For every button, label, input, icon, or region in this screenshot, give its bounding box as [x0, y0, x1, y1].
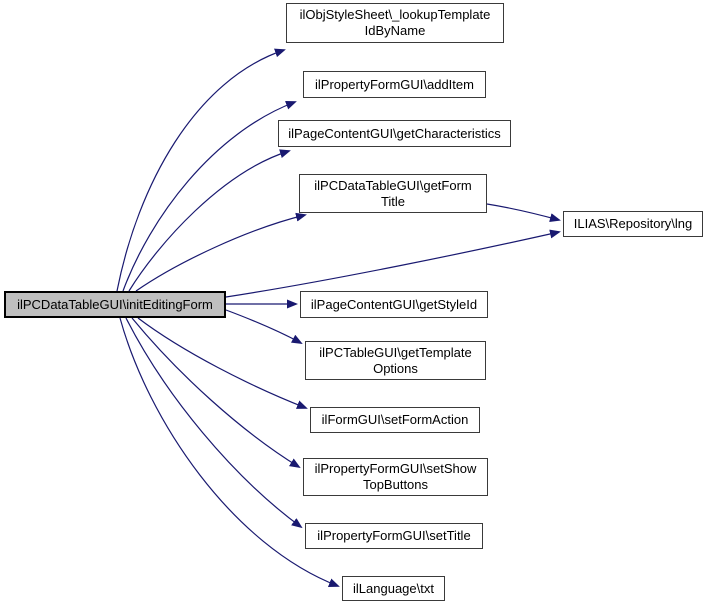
edge-init-editing-form-to-get-form-title [135, 212, 307, 292]
graph-node-get-style-id[interactable]: ilPageContentGUI\getStyleId [300, 291, 488, 318]
graph-node-add-item[interactable]: ilPropertyFormGUI\addItem [303, 71, 486, 98]
graph-node-set-show-top-buttons[interactable]: ilPropertyFormGUI\setShow TopButtons [303, 458, 488, 496]
graph-node-init-editing-form: ilPCDataTableGUI\initEditingForm [4, 291, 226, 318]
graph-node-lng[interactable]: ILIAS\Repository\lng [563, 211, 703, 237]
edge-init-editing-form-to-get-characteristics [128, 149, 291, 292]
graph-node-get-form-title[interactable]: ilPCDataTableGUI\getForm Title [299, 174, 487, 213]
edge-init-editing-form-to-set-title [125, 317, 303, 529]
graph-node-txt[interactable]: ilLanguage\txt [342, 576, 445, 601]
graph-node-set-form-action[interactable]: ilFormGUI\setFormAction [310, 407, 480, 433]
edge-get-form-title-to-lng [486, 203, 561, 222]
edge-init-editing-form-to-get-template-options [225, 309, 303, 344]
graph-node-get-template-options[interactable]: ilPCTableGUI\getTemplate Options [305, 341, 486, 380]
edge-init-editing-form-to-add-item [122, 100, 297, 292]
edge-init-editing-form-to-lng [225, 229, 561, 298]
edge-init-editing-form-to-set-form-action [137, 317, 308, 409]
graph-node-set-title[interactable]: ilPropertyFormGUI\setTitle [305, 523, 483, 549]
graph-node-lookup-template-id-by-name[interactable]: ilObjStyleSheet\_lookupTemplate IdByName [286, 3, 504, 43]
edge-init-editing-form-to-lookup-template [116, 48, 286, 292]
graph-node-get-characteristics[interactable]: ilPageContentGUI\getCharacteristics [278, 120, 511, 147]
edge-init-editing-form-to-set-show-top-buttons [131, 317, 301, 469]
